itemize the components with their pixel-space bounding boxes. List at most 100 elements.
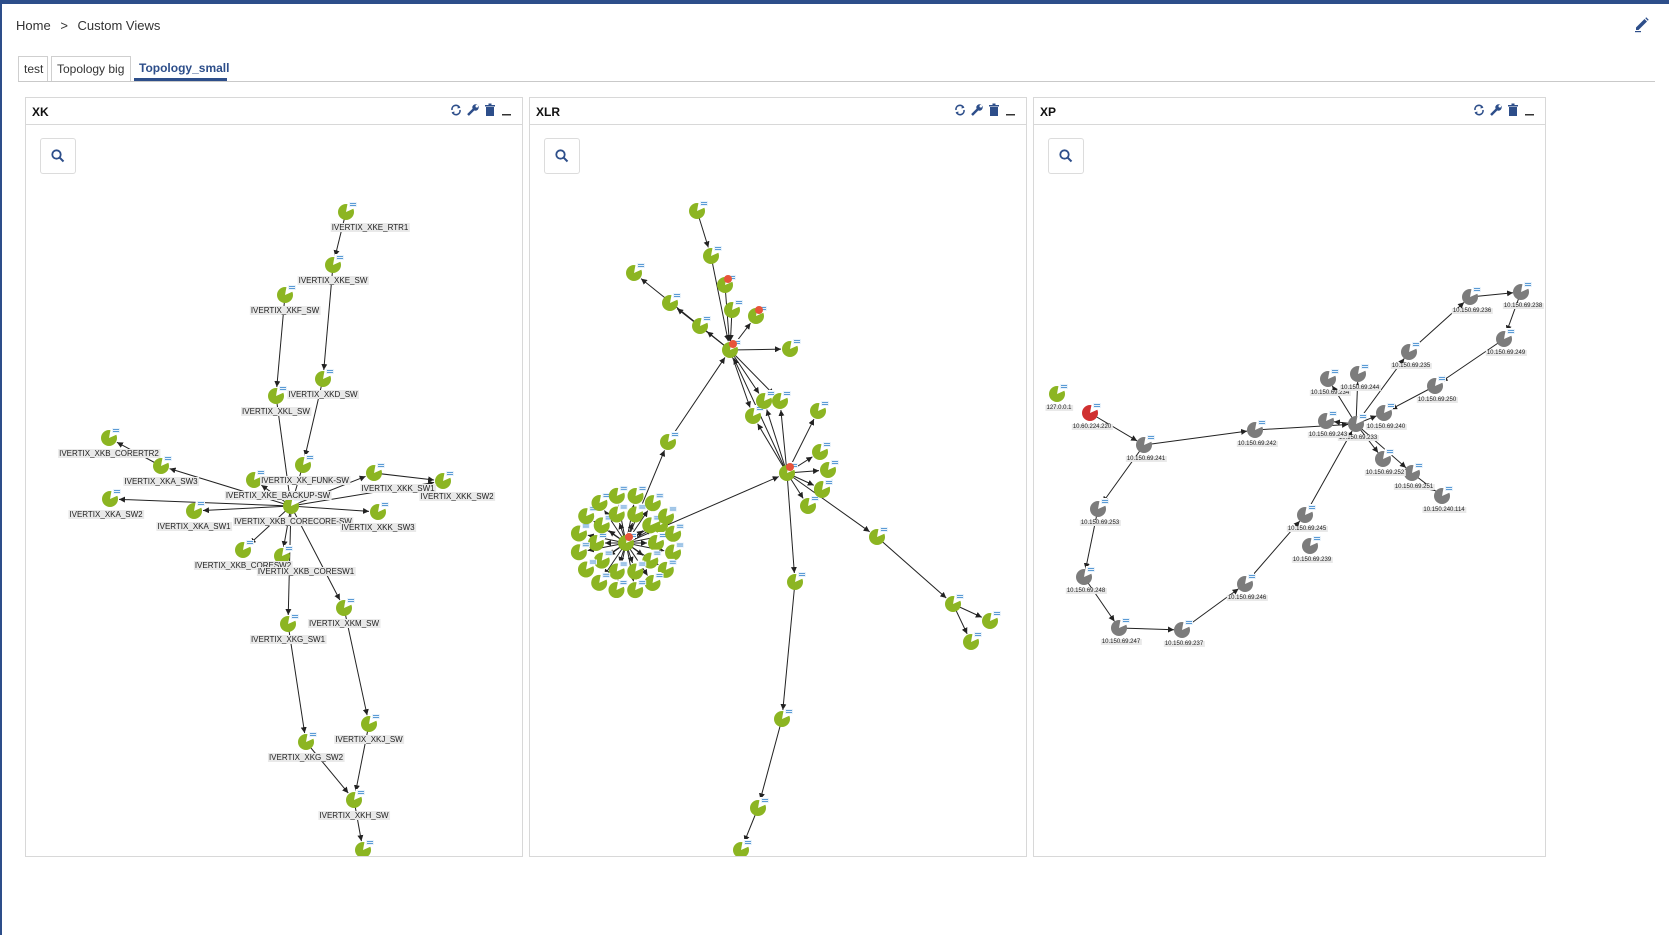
network-node[interactable]	[153, 455, 172, 474]
network-node[interactable]	[1247, 419, 1266, 438]
network-node[interactable]	[591, 571, 611, 591]
network-node[interactable]	[1320, 368, 1339, 387]
network-node[interactable]	[748, 305, 767, 324]
wrench-icon[interactable]	[1489, 102, 1503, 118]
trash-icon[interactable]	[987, 102, 1001, 118]
zoom-button[interactable]	[40, 138, 76, 174]
network-node[interactable]	[570, 522, 590, 542]
tab-topology-big[interactable]: Topology big	[51, 56, 131, 81]
network-node[interactable]	[593, 549, 613, 569]
network-node[interactable]	[325, 254, 344, 273]
network-node[interactable]	[366, 462, 385, 481]
network-node[interactable]	[750, 797, 769, 816]
network-node[interactable]	[186, 500, 205, 519]
network-node[interactable]	[1076, 566, 1095, 585]
network-node[interactable]	[665, 522, 685, 542]
network-node[interactable]	[1401, 341, 1420, 360]
network-node[interactable]	[295, 454, 314, 473]
zoom-button[interactable]	[1048, 138, 1084, 174]
network-node[interactable]	[658, 505, 678, 525]
network-node[interactable]	[246, 469, 265, 488]
network-node[interactable]	[274, 545, 293, 564]
refresh-icon[interactable]	[449, 102, 463, 118]
trash-icon[interactable]	[1506, 102, 1520, 118]
network-node[interactable]	[298, 731, 317, 750]
network-node[interactable]	[1237, 573, 1256, 592]
network-node[interactable]	[1496, 328, 1515, 347]
network-node[interactable]	[627, 503, 647, 523]
tab-test[interactable]: test	[18, 56, 48, 81]
network-node[interactable]	[1318, 410, 1337, 429]
network-node[interactable]	[648, 532, 667, 551]
network-node[interactable]	[591, 491, 611, 511]
network-node[interactable]	[644, 572, 664, 592]
network-node[interactable]	[626, 262, 645, 281]
network-node[interactable]	[772, 390, 791, 409]
network-node[interactable]	[102, 488, 121, 507]
network-node[interactable]	[692, 315, 711, 334]
network-node[interactable]	[361, 713, 380, 732]
network-node[interactable]	[435, 470, 454, 489]
network-node[interactable]	[722, 339, 741, 358]
breadcrumb-home[interactable]: Home	[16, 18, 51, 33]
network-node[interactable]	[644, 492, 664, 512]
topology-graph-xlr[interactable]	[530, 126, 1026, 856]
network-node[interactable]	[1427, 375, 1446, 394]
network-node[interactable]	[665, 541, 685, 561]
network-node[interactable]	[268, 385, 287, 404]
network-node[interactable]	[982, 610, 1001, 629]
network-node[interactable]	[627, 560, 647, 580]
network-node[interactable]	[608, 560, 628, 580]
network-node[interactable]	[1404, 462, 1423, 481]
network-node[interactable]	[1513, 281, 1532, 300]
minimize-icon[interactable]	[500, 102, 514, 118]
network-node[interactable]	[608, 484, 628, 504]
network-node[interactable]	[618, 532, 637, 551]
network-node[interactable]	[355, 839, 374, 856]
network-node[interactable]	[315, 368, 334, 387]
network-node[interactable]	[577, 558, 597, 578]
refresh-icon[interactable]	[953, 102, 967, 118]
network-node[interactable]	[774, 708, 793, 727]
network-node[interactable]	[1302, 535, 1321, 554]
zoom-button[interactable]	[544, 138, 580, 174]
network-node[interactable]	[608, 579, 628, 599]
network-node[interactable]	[1111, 617, 1130, 636]
network-node[interactable]	[1082, 402, 1101, 421]
trash-icon[interactable]	[483, 102, 497, 118]
network-node[interactable]	[1434, 485, 1453, 504]
network-node[interactable]	[608, 503, 628, 523]
network-node[interactable]	[280, 613, 299, 632]
network-node[interactable]	[627, 484, 647, 504]
topology-graph-xk[interactable]: IVERTIX_XKE_RTR1IVERTIX_XKE_SWIVERTIX_XK…	[26, 126, 522, 856]
network-node[interactable]	[812, 441, 831, 460]
network-node[interactable]	[945, 593, 964, 612]
wrench-icon[interactable]	[970, 102, 984, 118]
network-node[interactable]	[782, 338, 801, 357]
network-node[interactable]	[660, 431, 679, 450]
network-node[interactable]	[1375, 448, 1394, 467]
network-node[interactable]	[1090, 498, 1109, 517]
network-node[interactable]	[800, 495, 819, 514]
refresh-icon[interactable]	[1472, 102, 1486, 118]
network-node[interactable]	[336, 597, 355, 616]
network-node[interactable]	[1350, 363, 1369, 382]
pencil-icon[interactable]	[1633, 16, 1653, 36]
network-node[interactable]	[235, 539, 254, 558]
network-node[interactable]	[963, 631, 982, 650]
network-node[interactable]	[657, 558, 677, 578]
network-node[interactable]	[588, 532, 607, 551]
network-node[interactable]	[1376, 402, 1395, 421]
network-node[interactable]	[570, 541, 590, 561]
network-node[interactable]	[869, 526, 888, 545]
network-node[interactable]	[101, 427, 120, 446]
tab-topology-small[interactable]: Topology_small	[134, 56, 229, 81]
network-node[interactable]	[724, 299, 743, 318]
network-node[interactable]	[1348, 413, 1367, 432]
network-node[interactable]	[717, 274, 736, 293]
network-node[interactable]	[703, 245, 722, 264]
network-node[interactable]	[593, 514, 613, 534]
network-node[interactable]	[1462, 286, 1481, 305]
network-node[interactable]	[733, 839, 752, 856]
minimize-icon[interactable]	[1004, 102, 1018, 118]
